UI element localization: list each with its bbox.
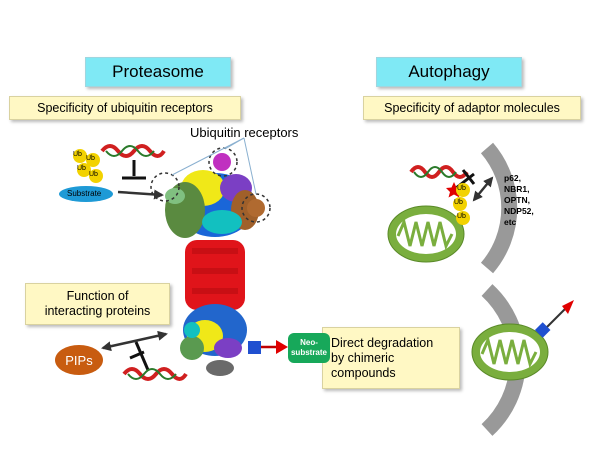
pips-ellipse: PIPs [55, 345, 103, 375]
mitochondrion-top [387, 205, 465, 263]
autophagy-title-text: Autophagy [408, 62, 490, 81]
inhibition-symbol-top-left [122, 160, 146, 180]
mitochondrion-bottom [471, 323, 549, 381]
helix-protein-top-left [100, 144, 166, 158]
pips-label: PIPs [65, 352, 93, 368]
ub-label-1: Ub [73, 151, 82, 158]
ub-autophagy-3 [456, 211, 470, 225]
adaptor-specificity-text: Specificity of adaptor molecules [384, 100, 560, 115]
phagophore-membrane-top [480, 142, 518, 274]
direct-degradation-line1: Direct degradation [331, 335, 434, 350]
substrate-ellipse [59, 186, 113, 202]
adaptor-specificity-box: Specificity of adaptor molecules [363, 96, 581, 120]
receptor-pointer-2 [224, 137, 245, 150]
adaptor-item: OPTN, [504, 195, 530, 205]
proteasome-title: Proteasome [85, 57, 231, 87]
receptor-circle-3 [241, 193, 271, 223]
interacting-proteins-box: Function of interacting proteins [25, 283, 170, 325]
chimeric-red-arrowhead-right [562, 300, 574, 314]
chimeric-linker-right [543, 307, 567, 331]
ub-label-3: Ub [77, 165, 86, 172]
receptor-pointer-1 [171, 137, 245, 176]
chimeric-red-arrowhead [276, 340, 288, 354]
adaptor-item: p62, [504, 173, 522, 183]
proteasome-title-text: Proteasome [112, 62, 204, 81]
helix-protein-autophagy [409, 165, 469, 179]
ub-autophagy-label-2: Ub [454, 199, 463, 206]
chimeric-blue-square [248, 341, 261, 354]
direct-degradation-box: Direct degradation by chimeric compounds [322, 327, 460, 389]
interacting-proteins-line1: Function of [66, 289, 129, 303]
ubiquitin-specificity-box: Specificity of ubiquitin receptors [9, 96, 241, 120]
direct-degradation-line3: compounds [331, 365, 396, 380]
adaptor-list: p62, NBR1, OPTN, NDP52, etc [504, 173, 534, 228]
arrow-pips-proteasome [101, 330, 168, 352]
ub-autophagy-label-3: Ub [457, 213, 466, 220]
ub-autophagy-label-1: Ub [457, 185, 466, 192]
receptor-pointer-3 [243, 137, 257, 195]
neo-substrate-line1: Neo- [300, 338, 318, 347]
inhibition-symbol-pips [129, 341, 150, 371]
adaptor-item: NDP52, [504, 206, 534, 216]
ub-label-2: Ub [86, 155, 95, 162]
ubiquitin-specificity-text: Specificity of ubiquitin receptors [37, 100, 213, 115]
proteasome-structure [165, 153, 265, 376]
helix-protein-bottom-left [122, 367, 188, 381]
ub-label-4: Ub [89, 171, 98, 178]
neo-substrate-box: Neo- substrate [288, 333, 330, 363]
direct-degradation-line2: by chimeric [331, 350, 395, 365]
substrate-label: Substrate [67, 189, 102, 198]
receptor-circle-2 [208, 147, 238, 177]
arrow-substrate-to-proteasome [117, 189, 164, 200]
adaptor-item: etc [504, 217, 517, 227]
receptor-circle-1 [150, 172, 180, 202]
ubiquitin-receptors-label: Ubiquitin receptors [190, 125, 299, 140]
ub-autophagy-1 [456, 183, 470, 197]
interacting-proteins-line2: interacting proteins [44, 304, 151, 318]
neo-substrate-line2: substrate [290, 348, 327, 357]
autophagy-title: Autophagy [376, 57, 522, 87]
ub-autophagy-2 [453, 197, 467, 211]
adaptor-item: NBR1, [504, 184, 530, 194]
ub-chain-left [73, 149, 103, 183]
arrow-ub-adaptor [472, 176, 494, 202]
